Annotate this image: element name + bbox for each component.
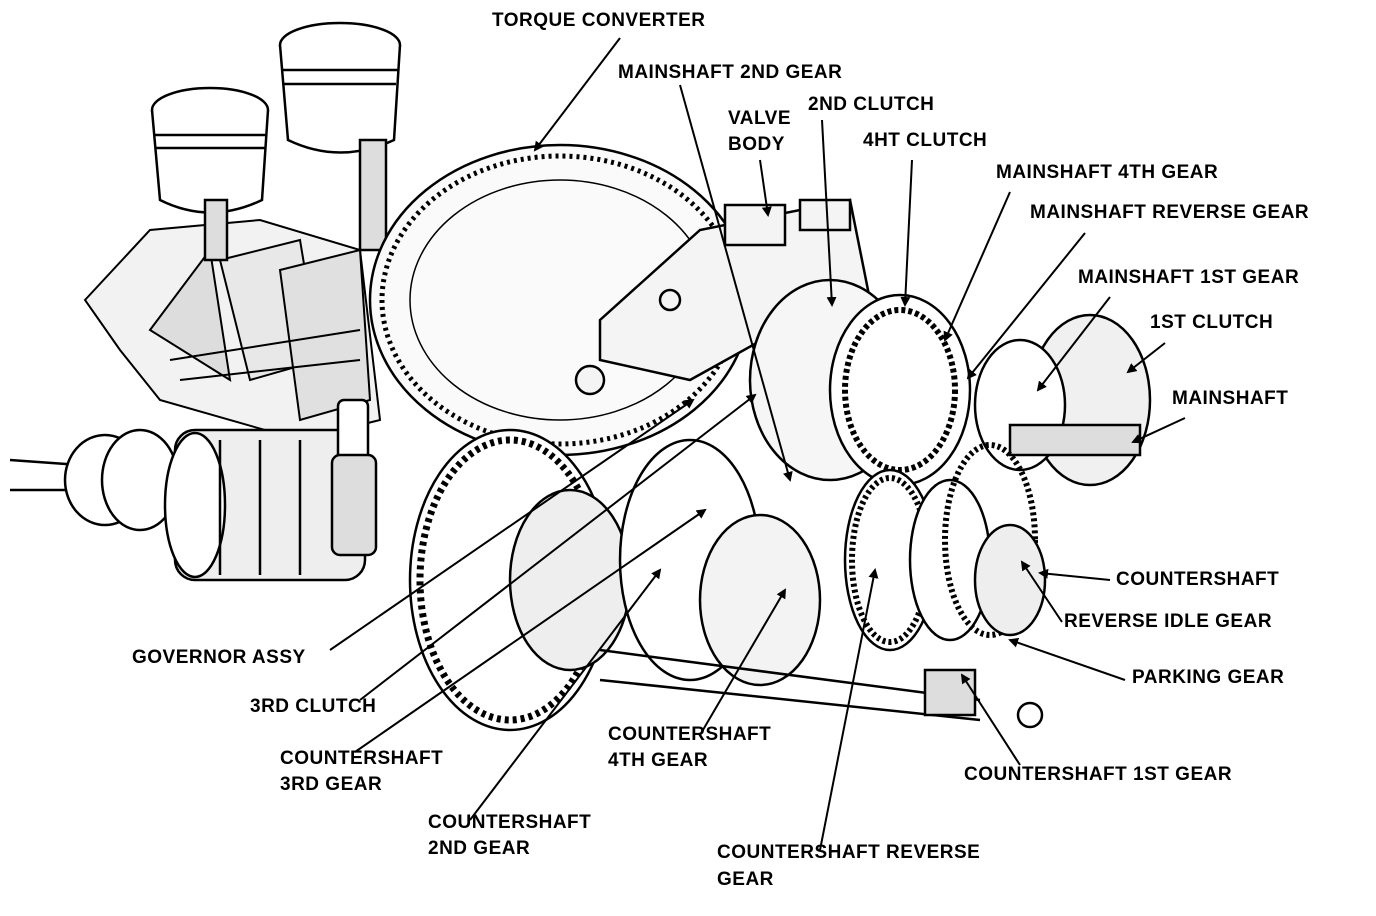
- leader-countershaft-reverse-gear: [819, 568, 879, 851]
- label-countershaft: COUNTERSHAFT: [1116, 569, 1280, 590]
- label-mainshaft-2nd-gear: MAINSHAFT 2ND GEAR: [618, 62, 843, 83]
- label-mainshaft-reverse-gear: MAINSHAFT REVERSE GEAR: [1030, 202, 1310, 223]
- leader-3rd-clutch: [359, 393, 757, 701]
- label-3rd-clutch: 3RD CLUTCH: [250, 696, 377, 717]
- leader-torque-converter: [533, 37, 621, 152]
- pistons: [150, 21, 402, 262]
- countershaft-gears: [408, 428, 1047, 732]
- label-countershaft-4th-gear-line1: COUNTERSHAFT: [608, 724, 772, 745]
- leader-mainshaft-reverse-gear: [966, 232, 1086, 380]
- label-mainshaft-4th-gear: MAINSHAFT 4TH GEAR: [996, 162, 1219, 183]
- leader-countershaft-4th-gear: [699, 588, 787, 736]
- label-mainshaft-1st-gear: MAINSHAFT 1ST GEAR: [1078, 267, 1300, 288]
- leader-countershaft: [1038, 568, 1111, 581]
- leader-countershaft-2nd-gear: [469, 568, 662, 821]
- leader-mainshaft-1st-gear: [1036, 296, 1111, 392]
- label-countershaft-reverse-gear-line1: COUNTERSHAFT REVERSE: [717, 842, 981, 863]
- label-2nd-clutch: 2ND CLUTCH: [808, 94, 935, 115]
- leader-valve-body: [759, 159, 772, 217]
- label-countershaft-2nd-gear-line1: COUNTERSHAFT: [428, 812, 592, 833]
- label-mainshaft: MAINSHAFT: [1172, 388, 1289, 409]
- leader-mainshaft-4th-gear: [943, 191, 1011, 342]
- label-valve-body-line1: VALVE: [728, 108, 792, 129]
- leader-4th-clutch: [900, 159, 913, 307]
- engine-block: [83, 218, 382, 442]
- governor-rod: [330, 398, 378, 557]
- label-torque-converter: TORQUE CONVERTER: [492, 10, 706, 31]
- axle-shaft: [9, 428, 367, 582]
- label-valve-body-line2: BODY: [728, 134, 785, 155]
- label-countershaft-3rd-gear-line1: COUNTERSHAFT: [280, 748, 444, 769]
- label-1st-clutch: 1ST CLUTCH: [1150, 312, 1274, 333]
- leader-lines: [329, 37, 1186, 851]
- label-countershaft-reverse-gear-line2: GEAR: [717, 869, 774, 890]
- label-parking-gear: PARKING GEAR: [1132, 667, 1285, 688]
- leader-mainshaft-2nd-gear: [679, 84, 793, 482]
- label-governor-assy: GOVERNOR ASSY: [132, 647, 306, 668]
- leader-countershaft-3rd-gear: [354, 508, 707, 753]
- label-reverse-idle-gear: REVERSE IDLE GEAR: [1064, 611, 1273, 632]
- label-countershaft-4th-gear-line2: 4TH GEAR: [608, 750, 709, 771]
- leader-1st-clutch: [1126, 342, 1166, 374]
- label-4th-clutch: 4HT CLUTCH: [863, 130, 988, 151]
- clutch-drums: [748, 278, 1152, 487]
- label-countershaft-2nd-gear-line2: 2ND GEAR: [428, 838, 531, 859]
- leader-parking-gear: [1008, 637, 1126, 681]
- leader-countershaft-1st-gear: [960, 673, 1021, 766]
- leader-reverse-idle-gear: [1020, 560, 1063, 623]
- leader-2nd-clutch: [821, 119, 837, 307]
- label-countershaft-3rd-gear-line2: 3RD GEAR: [280, 774, 383, 795]
- leader-governor-assy: [329, 398, 695, 651]
- leader-mainshaft: [1131, 417, 1186, 444]
- label-countershaft-1st-gear: COUNTERSHAFT 1ST GEAR: [964, 764, 1233, 785]
